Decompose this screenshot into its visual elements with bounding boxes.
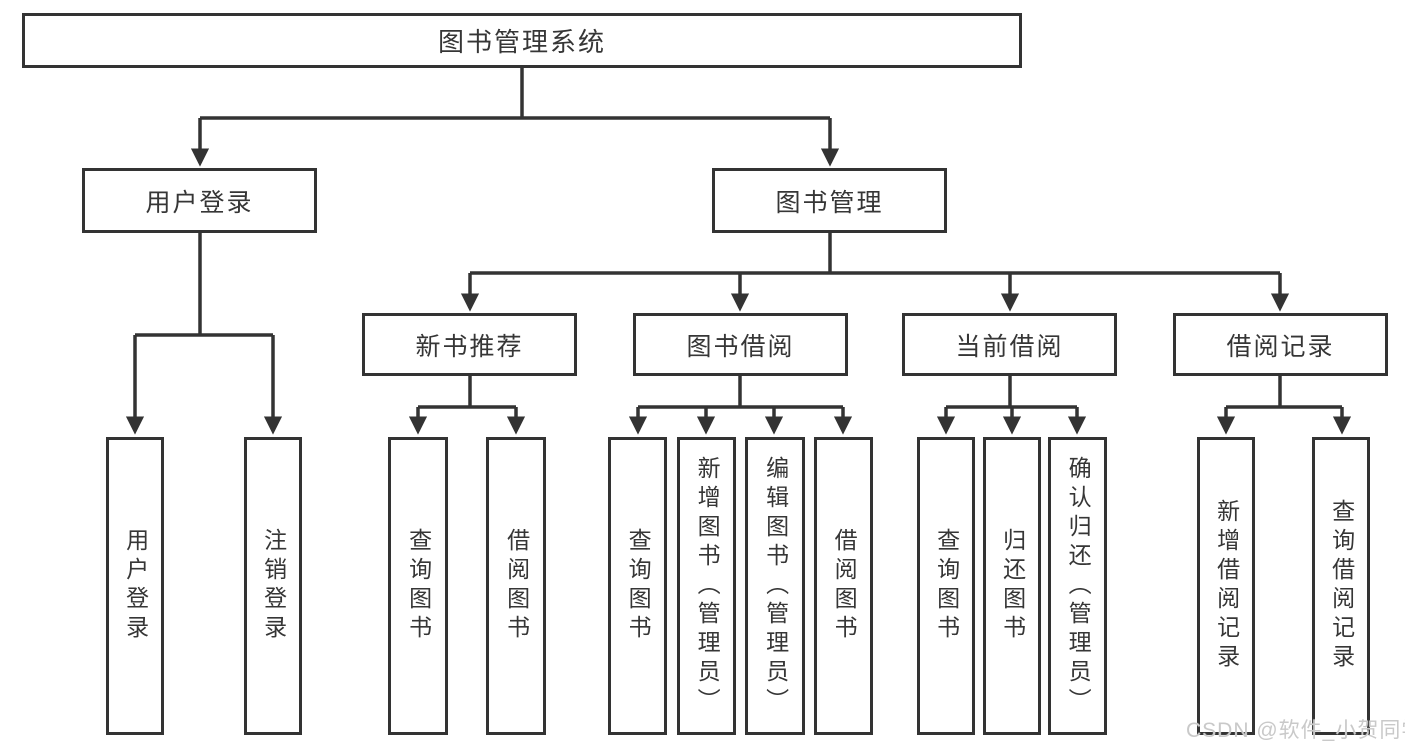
- node-book-borrowing: 图书借阅: [633, 313, 848, 376]
- leaf-add-books-admin-label: 新增图书（管理员）: [694, 455, 721, 717]
- leaf-add-borrow-record-label: 新增借阅记录: [1213, 499, 1240, 673]
- leaf-borrow-books-borrowing: 借阅图书: [814, 437, 873, 735]
- node-user-login-label: 用户登录: [145, 188, 254, 217]
- node-new-book-recommend: 新书推荐: [362, 313, 577, 376]
- leaf-query-books-borrowing: 查询图书: [608, 437, 667, 735]
- node-book-borrowing-label: 图书借阅: [686, 332, 795, 361]
- node-borrowing-records: 借阅记录: [1173, 313, 1388, 376]
- leaf-user-login-label: 用户登录: [122, 528, 149, 644]
- leaf-query-borrow-record-label: 查询借阅记录: [1328, 499, 1355, 673]
- leaf-edit-books-admin: 编辑图书（管理员）: [745, 437, 805, 735]
- node-user-login: 用户登录: [82, 168, 317, 233]
- node-current-borrowing-label: 当前借阅: [955, 332, 1064, 361]
- node-borrowing-records-label: 借阅记录: [1226, 332, 1335, 361]
- leaf-logout: 注销登录: [244, 437, 302, 735]
- leaf-query-books-recommend: 查询图书: [388, 437, 448, 735]
- leaf-add-books-admin: 新增图书（管理员）: [677, 437, 736, 735]
- leaf-edit-books-admin-label: 编辑图书（管理员）: [762, 455, 789, 717]
- leaf-query-books-current: 查询图书: [917, 437, 975, 735]
- leaf-borrow-books-recommend-label: 借阅图书: [503, 528, 530, 644]
- leaf-add-borrow-record: 新增借阅记录: [1197, 437, 1255, 735]
- leaf-return-books: 归还图书: [983, 437, 1041, 735]
- leaf-logout-label: 注销登录: [260, 528, 287, 644]
- leaf-query-books-borrowing-label: 查询图书: [625, 528, 652, 644]
- csdn-watermark: CSDN @软件_小贺同学: [1186, 719, 1405, 742]
- node-book-management-label: 图书管理: [775, 188, 884, 217]
- leaf-query-books-current-label: 查询图书: [933, 528, 960, 644]
- leaf-borrow-books-borrowing-label: 借阅图书: [831, 528, 858, 644]
- leaf-confirm-return-admin: 确认归还（管理员）: [1048, 437, 1107, 735]
- leaf-query-books-recommend-label: 查询图书: [405, 528, 432, 644]
- leaf-return-books-label: 归还图书: [999, 528, 1026, 644]
- leaf-borrow-books-recommend: 借阅图书: [486, 437, 546, 735]
- node-new-book-recommend-label: 新书推荐: [415, 332, 524, 361]
- node-book-management: 图书管理: [712, 168, 947, 233]
- node-current-borrowing: 当前借阅: [902, 313, 1117, 376]
- leaf-query-borrow-record: 查询借阅记录: [1312, 437, 1370, 735]
- node-root-label: 图书管理系统: [437, 27, 606, 57]
- leaf-user-login: 用户登录: [106, 437, 164, 735]
- leaf-confirm-return-admin-label: 确认归还（管理员）: [1065, 455, 1092, 717]
- node-root: 图书管理系统: [22, 13, 1022, 68]
